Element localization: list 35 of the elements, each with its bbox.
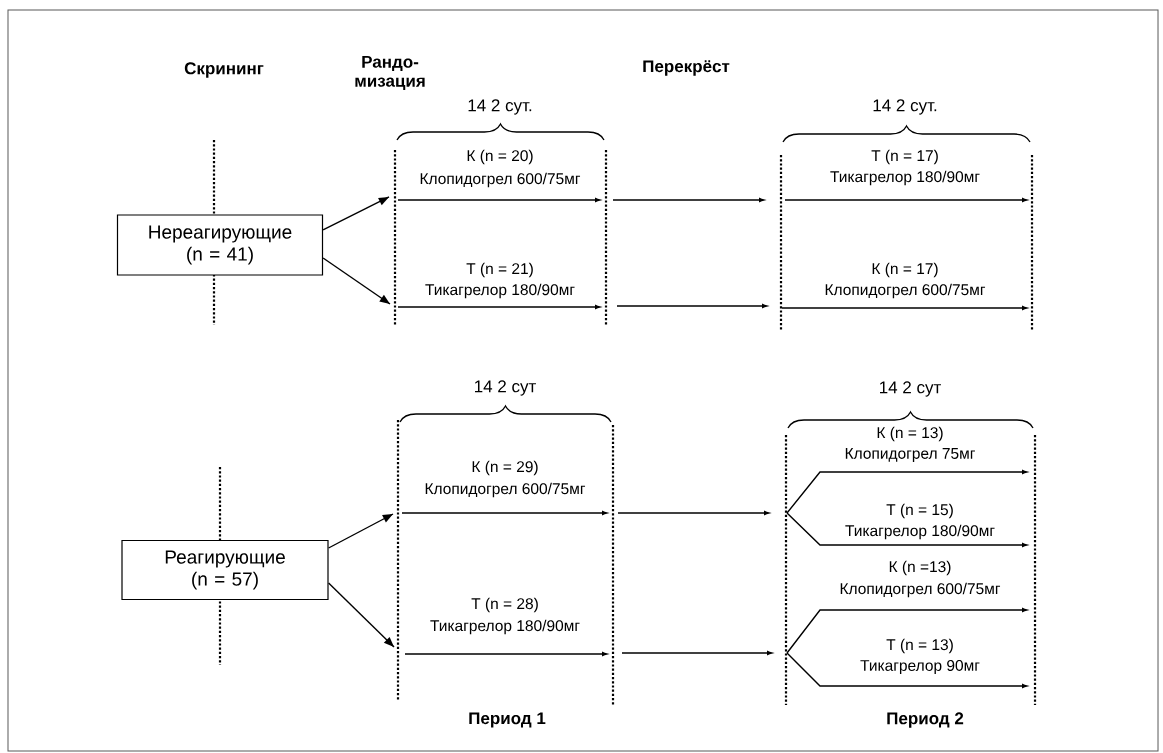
arm-label: Тикагрелор 180/90мг <box>425 283 575 299</box>
arm-label: Т (n = 17) <box>871 149 938 165</box>
arm-label: К (n =13) <box>889 560 951 576</box>
arrow <box>327 513 394 549</box>
column-heading: Скрининг <box>184 62 264 78</box>
arm-label: Тикагрелор 180/90мг <box>430 619 580 635</box>
arm-label: Клопидогрел 600/75мг <box>825 283 986 299</box>
column-heading: Перекрёст <box>643 60 730 76</box>
arm-label: Клопидогрел 75мг <box>845 448 975 462</box>
arm-label: Клопидогрел 600/75мг <box>840 582 1001 598</box>
duration-label: 14 2 сут. <box>873 99 937 115</box>
duration-label: 14 2 сут <box>475 380 536 396</box>
arm-label: Т (n = 28) <box>471 597 538 613</box>
arrow <box>327 582 395 648</box>
period-heading: Период 2 <box>887 712 964 728</box>
arm-label: К (n = 17) <box>872 262 938 278</box>
arm-label: Т (n = 21) <box>466 262 533 278</box>
arm-label: Тикагрелор 180/90мг <box>845 524 995 540</box>
duration-label: 14 2 сут <box>880 381 941 397</box>
duration-label: 14 2 сут. <box>468 99 532 115</box>
arm-label: К (n = 13) <box>877 426 943 442</box>
arm-label: Т (n = 13) <box>886 638 953 654</box>
column-heading: Рандо- мизация <box>355 55 425 91</box>
group-box: Реагирующие (n = 57) <box>121 539 329 601</box>
arm-label: Т (n = 15) <box>886 503 953 519</box>
arm-label: Клопидогрел 600/75мг <box>420 172 581 188</box>
arm-label: Тикагрелор 90мг <box>860 660 980 674</box>
period-heading: Период 1 <box>469 712 546 728</box>
group-box: Нереагирующие (n = 41) <box>116 214 324 276</box>
arrow <box>322 257 391 305</box>
arm-label: Клопидогрел 600/75мг <box>425 482 586 498</box>
arm-label: К (n = 20) <box>467 149 533 165</box>
arrow <box>322 196 390 231</box>
arm-label: Тикагрелор 180/90мг <box>830 170 980 186</box>
arm-label: К (n = 29) <box>472 460 538 476</box>
